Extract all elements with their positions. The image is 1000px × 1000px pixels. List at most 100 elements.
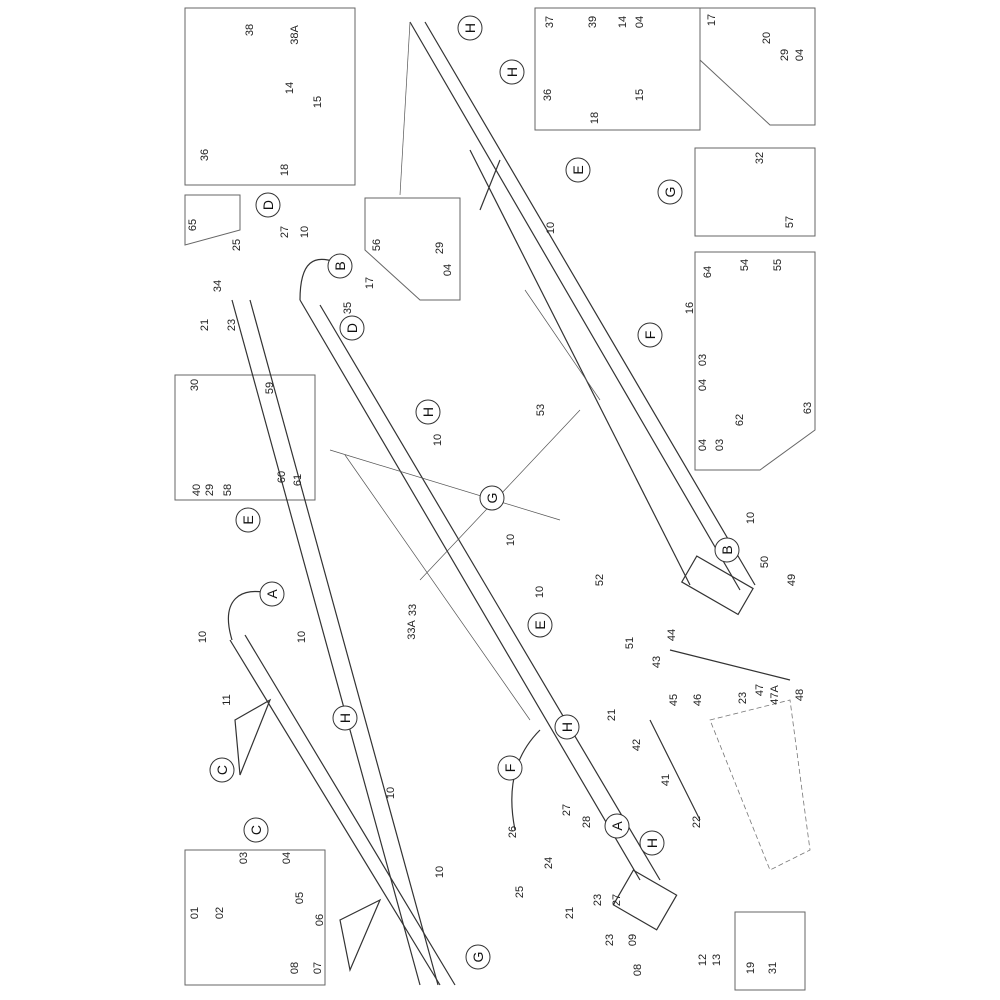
part-number-label: 23 <box>226 319 238 331</box>
part-number-label: 36 <box>542 89 554 101</box>
part-number-label: 04 <box>442 264 454 276</box>
callout-circle <box>465 944 491 970</box>
part-number-label: 23 <box>604 934 616 946</box>
part-number-label: 07 <box>312 962 324 974</box>
part-number-label: 08 <box>632 964 644 976</box>
callout-circle <box>415 399 441 425</box>
part-number-label: 04 <box>697 379 709 391</box>
callout-letter: H <box>644 838 660 848</box>
callout-marker: H <box>639 830 665 856</box>
callout-letter: E <box>570 165 586 174</box>
part-number-label: 29 <box>204 484 216 496</box>
part-number-label: 10 <box>197 631 209 643</box>
callout-marker: H <box>415 399 441 425</box>
part-number-label: 54 <box>739 259 751 271</box>
part-number-label: 46 <box>692 694 704 706</box>
callout-circle <box>255 192 281 218</box>
part-number-label: 29 <box>779 49 791 61</box>
callout-marker: B <box>327 253 353 279</box>
part-number-label: 10 <box>745 512 757 524</box>
part-number-label: 55 <box>772 259 784 271</box>
part-number-label: 34 <box>212 280 224 292</box>
part-number-label: 11 <box>221 694 233 705</box>
callout-circle <box>457 15 483 41</box>
part-number-label: 10 <box>432 434 444 446</box>
part-number-label: 32 <box>754 152 766 164</box>
callout-circle <box>332 705 358 731</box>
part-number-label: 37 <box>544 16 556 28</box>
callout-letter: G <box>662 187 678 198</box>
part-number-label: 10 <box>385 787 397 799</box>
part-number-label: 13 <box>711 954 723 966</box>
callout-marker: A <box>604 813 630 839</box>
part-number-label: 47A <box>769 685 781 705</box>
part-number-label: 27 <box>279 226 291 238</box>
inset-g-box <box>694 147 816 237</box>
callout-circle <box>497 755 523 781</box>
callout-letter: A <box>609 821 625 831</box>
inset-56-box <box>364 197 461 301</box>
part-number-label: 04 <box>794 49 806 61</box>
callout-letter: A <box>264 589 280 599</box>
part-number-label: 59 <box>264 382 276 394</box>
callout-letter: C <box>248 825 264 835</box>
part-number-label: 23 <box>592 894 604 906</box>
part-number-label: 48 <box>794 689 806 701</box>
part-number-label: 41 <box>660 774 672 786</box>
inset-d-box <box>184 7 356 186</box>
part-number-label: 14 <box>284 82 296 94</box>
callout-letter: B <box>332 261 348 270</box>
callout-letter: B <box>719 545 735 554</box>
part-number-label: 57 <box>784 216 796 228</box>
part-number-label: 40 <box>191 484 203 496</box>
part-number-label: 14 <box>617 16 629 28</box>
part-number-label: 17 <box>706 14 718 26</box>
part-number-label: 21 <box>564 907 576 919</box>
part-number-label: 53 <box>535 404 547 416</box>
part-number-label: 02 <box>214 907 226 919</box>
callout-letter: H <box>420 407 436 417</box>
callout-marker: E <box>527 612 553 638</box>
part-number-label: 03 <box>697 354 709 366</box>
inset-65-box <box>184 194 241 246</box>
part-number-label: 10 <box>534 586 546 598</box>
callout-marker: C <box>243 817 269 843</box>
callout-circle <box>604 813 630 839</box>
callout-marker: E <box>565 157 591 183</box>
part-number-label: 35 <box>342 302 354 314</box>
part-number-label: 25 <box>514 886 526 898</box>
callout-letter: D <box>344 323 360 333</box>
callout-marker: C <box>209 757 235 783</box>
callout-marker: F <box>497 755 523 781</box>
part-number-label: 38A <box>289 25 301 45</box>
part-number-label: 52 <box>594 574 606 586</box>
inset-f-box <box>694 251 816 471</box>
callout-marker: H <box>499 59 525 85</box>
part-number-label: 08 <box>289 962 301 974</box>
part-number-label: 17 <box>364 277 376 289</box>
part-number-label: 21 <box>606 709 618 721</box>
callout-marker: B <box>714 537 740 563</box>
part-number-label: 04 <box>634 16 646 28</box>
part-number-label: 10 <box>296 631 308 643</box>
callout-letter: F <box>502 764 518 773</box>
part-number-label: 20 <box>761 32 773 44</box>
part-number-label: 64 <box>702 266 714 278</box>
part-number-label: 04 <box>697 439 709 451</box>
part-number-label: 61 <box>292 474 304 486</box>
callout-circle <box>639 830 665 856</box>
part-number-label: 27 <box>611 894 623 906</box>
part-number-label: 50 <box>759 556 771 568</box>
callout-letter: E <box>532 620 548 629</box>
part-number-label: 43 <box>651 656 663 668</box>
part-number-label: 18 <box>279 164 291 176</box>
part-number-label: 24 <box>543 857 555 869</box>
part-number-label: 26 <box>507 826 519 838</box>
part-number-label: 23 <box>737 692 749 704</box>
part-number-label: 10 <box>299 226 311 238</box>
part-number-label: 03 <box>238 852 250 864</box>
callout-letter: E <box>240 515 256 524</box>
callout-circle <box>527 612 553 638</box>
callout-letter: H <box>504 67 520 77</box>
